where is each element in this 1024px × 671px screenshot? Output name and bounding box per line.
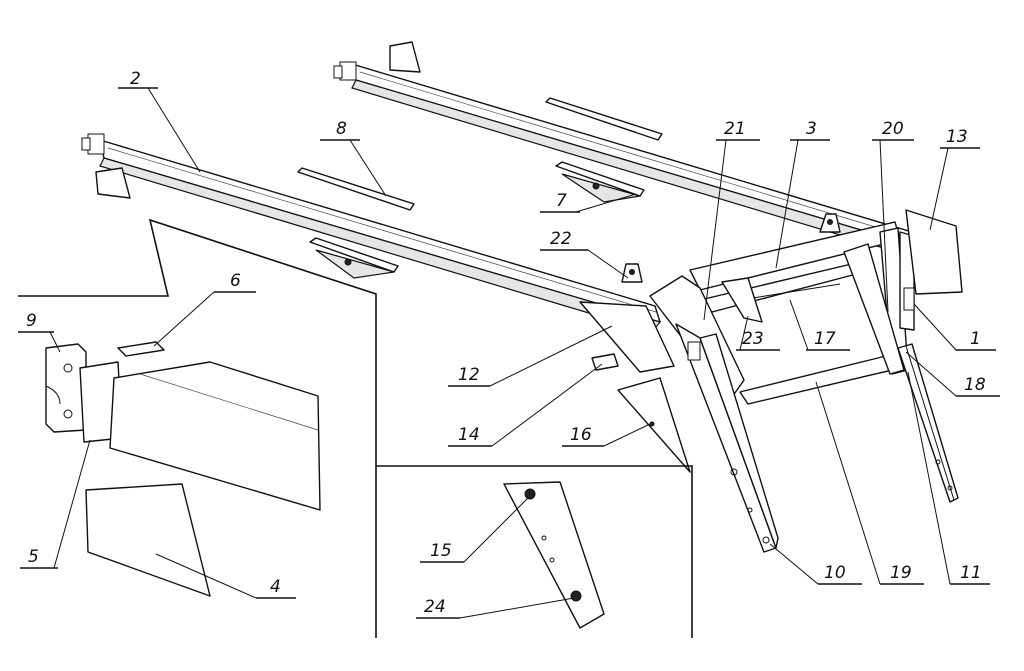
bracket-9 bbox=[45, 343, 87, 433]
cross-frame bbox=[689, 221, 915, 405]
callout-15: 15 bbox=[420, 497, 529, 563]
svg-text:24: 24 bbox=[424, 597, 446, 617]
callout-2: 2 bbox=[118, 69, 201, 173]
callout-14: 14 bbox=[448, 363, 603, 447]
callout-13: 13 bbox=[929, 127, 980, 231]
callout-5: 5 bbox=[20, 439, 91, 569]
detail-frame-right bbox=[376, 465, 693, 638]
leg-detail bbox=[503, 481, 605, 629]
left-detail-view bbox=[45, 341, 321, 597]
svg-text:16: 16 bbox=[570, 425, 592, 445]
svg-text:10: 10 bbox=[824, 563, 846, 583]
svg-text:21: 21 bbox=[724, 119, 746, 139]
bracket-7-upper bbox=[555, 161, 645, 203]
svg-text:9: 9 bbox=[26, 311, 37, 331]
gusset-12 bbox=[579, 301, 675, 373]
strip-upper bbox=[545, 97, 663, 141]
strip-8 bbox=[297, 167, 415, 211]
callout-18: 18 bbox=[905, 351, 1000, 397]
callout-19: 19 bbox=[815, 381, 924, 585]
svg-text:11: 11 bbox=[960, 563, 982, 583]
right-leg-assembly bbox=[897, 343, 959, 503]
svg-text:1: 1 bbox=[970, 329, 981, 349]
callouts: 2 8 21 3 20 13 7 bbox=[18, 69, 1000, 619]
bolt-24 bbox=[570, 590, 582, 602]
svg-text:5: 5 bbox=[28, 547, 39, 567]
left-leg-assembly bbox=[649, 275, 779, 553]
callout-17: 17 bbox=[789, 299, 850, 351]
svg-text:6: 6 bbox=[230, 271, 241, 291]
right-detail-view bbox=[503, 481, 605, 629]
svg-text:22: 22 bbox=[550, 229, 572, 249]
callout-7: 7 bbox=[540, 191, 637, 213]
svg-text:23: 23 bbox=[742, 329, 764, 349]
bolt-15 bbox=[524, 488, 536, 500]
pad-6 bbox=[117, 341, 165, 357]
callout-23: 23 bbox=[736, 315, 780, 351]
main-assembly-view bbox=[81, 41, 963, 553]
end-plate-rear bbox=[389, 41, 421, 73]
block-14 bbox=[591, 353, 619, 371]
callout-10: 10 bbox=[769, 543, 862, 585]
svg-text:14: 14 bbox=[458, 425, 480, 445]
callout-22: 22 bbox=[540, 229, 629, 279]
detail-frame-left bbox=[18, 218, 377, 638]
end-plate-front bbox=[95, 167, 131, 199]
svg-text:12: 12 bbox=[458, 365, 480, 385]
svg-text:2: 2 bbox=[130, 69, 141, 89]
svg-text:20: 20 bbox=[882, 119, 904, 139]
svg-text:17: 17 bbox=[814, 329, 836, 349]
callout-16: 16 bbox=[562, 423, 651, 447]
svg-text:8: 8 bbox=[336, 119, 347, 139]
callout-8: 8 bbox=[320, 119, 387, 197]
svg-text:13: 13 bbox=[946, 127, 968, 147]
svg-text:4: 4 bbox=[270, 577, 281, 597]
callout-6: 6 bbox=[153, 271, 256, 347]
svg-text:7: 7 bbox=[556, 191, 567, 211]
callout-12: 12 bbox=[448, 325, 613, 387]
callout-11: 11 bbox=[907, 371, 990, 585]
svg-text:15: 15 bbox=[430, 541, 452, 561]
callout-4: 4 bbox=[155, 553, 296, 599]
plate-4 bbox=[85, 483, 211, 597]
front-longitudinal-beam bbox=[81, 133, 662, 333]
callout-9: 9 bbox=[18, 311, 61, 353]
plate-23 bbox=[721, 277, 763, 323]
rear-longitudinal-beam bbox=[333, 61, 916, 257]
svg-text:19: 19 bbox=[890, 563, 912, 583]
beam-detail bbox=[109, 361, 321, 511]
callout-20: 20 bbox=[872, 119, 914, 313]
bracket-7-lower bbox=[309, 237, 399, 279]
callout-3: 3 bbox=[775, 119, 830, 269]
callout-1: 1 bbox=[913, 303, 996, 351]
callout-24: 24 bbox=[416, 597, 575, 619]
callout-21: 21 bbox=[703, 119, 760, 321]
plate-13 bbox=[905, 209, 963, 295]
svg-text:3: 3 bbox=[806, 119, 817, 139]
svg-text:18: 18 bbox=[964, 375, 986, 395]
